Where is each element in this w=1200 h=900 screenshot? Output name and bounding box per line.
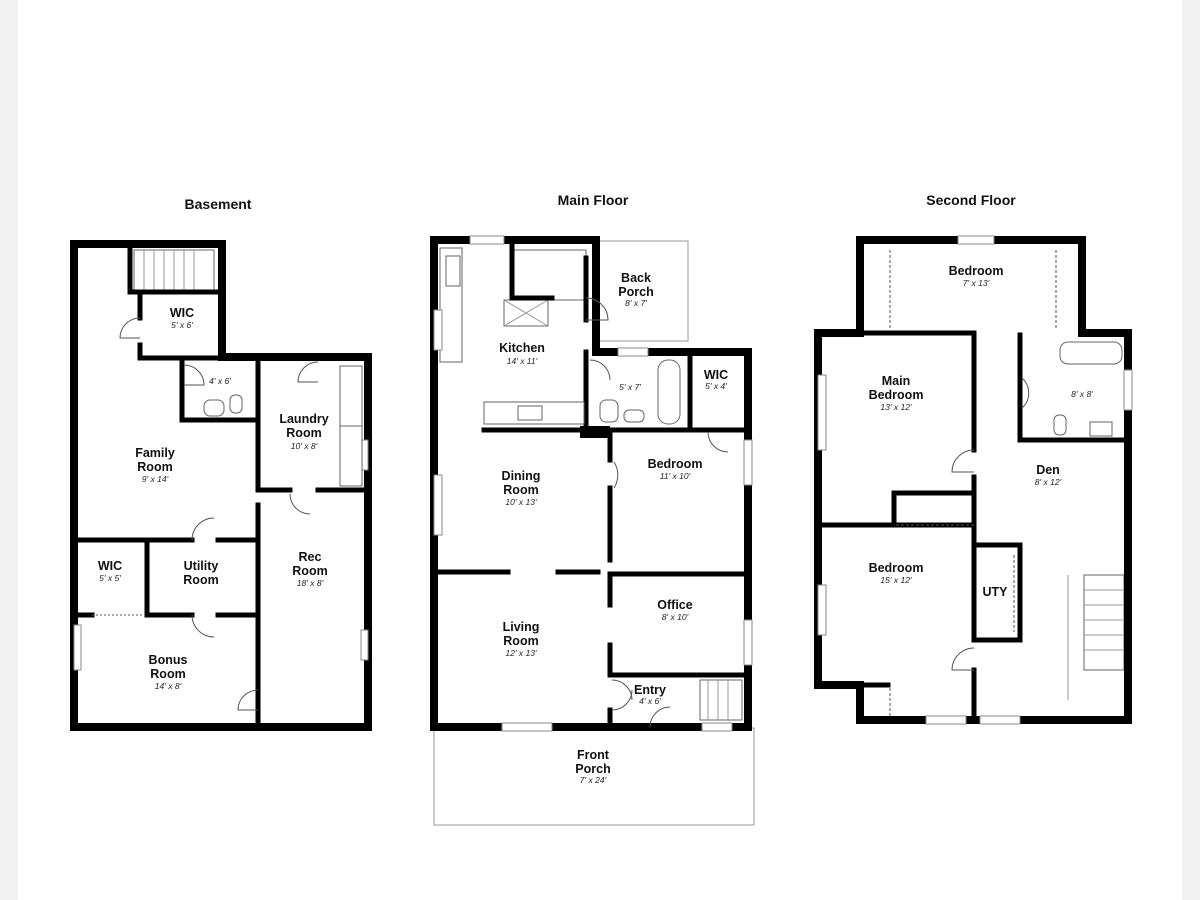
back-porch-name-2: Porch	[618, 285, 653, 299]
basement-wic-dim: 5' x 6'	[171, 320, 193, 330]
back-porch-dim: 8' x 7'	[625, 298, 647, 308]
entry-dim: 4' x 6'	[639, 696, 661, 706]
uty-name: UTY	[983, 585, 1009, 599]
main-bath-dim: 5' x 7'	[619, 382, 641, 392]
basement-bonus-name-1: Bonus	[149, 653, 188, 667]
second-floor-plan: Second Floor	[814, 192, 1133, 725]
second-bedroom-top-dim: 7' x 13'	[963, 278, 990, 288]
basement-utility-name-2: Room	[183, 573, 218, 587]
main-floor-title: Main Floor	[558, 192, 629, 208]
main-wic-name: WIC	[704, 368, 728, 382]
main-bedroom-name-1: Main	[882, 374, 910, 388]
basement-rec-dim: 18' x 8'	[297, 578, 324, 588]
basement-family-name-2: Room	[137, 460, 172, 474]
second-bedroom-top-name: Bedroom	[949, 264, 1004, 278]
main-bedroom-dim: 11' x 10'	[660, 471, 691, 481]
basement-rec-name-2: Room	[292, 564, 327, 578]
entry-name: Entry	[634, 683, 666, 697]
front-porch-dim: 7' x 24'	[580, 775, 607, 785]
second-bedroom-dim: 15' x 12'	[880, 575, 912, 585]
main-bedroom-dim: 13' x 12'	[880, 402, 912, 412]
second-floor-interior-walls	[815, 330, 1131, 723]
kitchen-name: Kitchen	[499, 341, 545, 355]
second-floor-exterior-wall	[814, 236, 1132, 724]
basement-rec-name-1: Rec	[299, 550, 322, 564]
basement-laundry-name-1: Laundry	[279, 412, 328, 426]
office-name: Office	[657, 598, 692, 612]
basement-wic2-name: WIC	[98, 559, 122, 573]
floor-plan-canvas: Basement	[18, 0, 1182, 900]
kitchen-dim: 14' x 11'	[507, 356, 538, 366]
front-porch-name-2: Porch	[575, 762, 610, 776]
basement-bath-dim: 4' x 6'	[209, 376, 231, 386]
basement-bonus-name-2: Room	[150, 667, 185, 681]
basement-laundry-dim: 10' x 8'	[291, 441, 318, 451]
second-bath-dim: 8' x 8'	[1071, 389, 1093, 399]
living-name-1: Living	[503, 620, 540, 634]
den-dim: 8' x 12'	[1035, 477, 1062, 487]
dining-dim: 10' x 13'	[505, 497, 537, 507]
den-name: Den	[1036, 463, 1060, 477]
basement-utility-name-1: Utility	[184, 559, 219, 573]
living-dim: 12' x 13'	[505, 648, 537, 658]
basement-laundry-name-2: Room	[286, 426, 321, 440]
basement-bonus-dim: 14' x 8'	[155, 681, 182, 691]
main-stairs	[503, 249, 743, 721]
main-wic-dim: 5' x 4'	[705, 381, 727, 391]
basement-title: Basement	[185, 196, 252, 212]
basement-interior-walls	[71, 241, 371, 728]
office-dim: 8' x 10'	[662, 612, 689, 622]
basement-exterior-wall	[70, 240, 372, 731]
main-floor-exterior-wall	[430, 236, 752, 731]
main-bedroom-name: Bedroom	[648, 457, 703, 471]
basement-plan: Basement	[70, 196, 372, 731]
floor-plan-drawing: Basement	[70, 192, 1133, 826]
main-floor-plan: Main Floor	[430, 192, 755, 826]
living-name-2: Room	[503, 634, 538, 648]
front-porch-name-1: Front	[577, 748, 610, 762]
second-bedroom-name: Bedroom	[869, 561, 924, 575]
basement-family-name-1: Family	[135, 446, 175, 460]
dining-name-1: Dining	[502, 469, 541, 483]
basement-wic-name: WIC	[170, 306, 194, 320]
main-floor-interior-walls	[431, 237, 751, 730]
basement-family-dim: 9' x 14'	[142, 474, 169, 484]
second-floor-title: Second Floor	[926, 192, 1016, 208]
main-bedroom-name-2: Bedroom	[869, 388, 924, 402]
back-porch-name-1: Back	[621, 271, 651, 285]
dining-name-2: Room	[503, 483, 538, 497]
second-stairs	[1067, 574, 1125, 700]
basement-stairs	[133, 249, 215, 291]
basement-wic2-dim: 5' x 5'	[99, 573, 121, 583]
